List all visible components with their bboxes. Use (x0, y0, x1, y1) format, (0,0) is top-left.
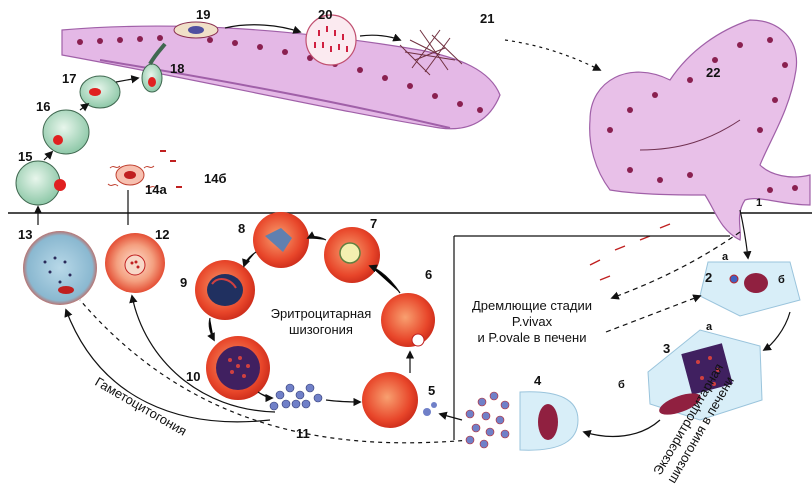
microgamete-14a (107, 164, 157, 189)
schizont-8 (253, 212, 309, 268)
caption-dormant-line2: P.vivax (511, 314, 553, 329)
mature-schizont-10 (206, 336, 270, 400)
erythrocyte-5 (362, 372, 437, 428)
arrow-8-9 (242, 251, 257, 268)
arrow-19-20 (224, 24, 302, 34)
schizont-9 (195, 260, 255, 320)
label-b-cell2: б (778, 274, 785, 286)
label-15: 15 (18, 149, 33, 164)
caption-dormant-line3: и P.ovale в печени (477, 330, 587, 345)
oocyst-19 (173, 21, 219, 39)
label-9: 9 (180, 275, 188, 290)
label-7: 7 (370, 216, 378, 231)
label-12: 12 (155, 227, 170, 242)
caption-dormant-stages: Дремлющие стадии P.vivax и P.ovale в печ… (452, 298, 612, 346)
liver-cell-3 (647, 329, 763, 421)
label-3: 3 (663, 341, 671, 356)
arrow-gland-1 (739, 209, 752, 260)
liver-cell-2 (699, 261, 801, 317)
label-18: 18 (170, 61, 185, 76)
caption-erythro-line2: шизогония (289, 322, 353, 337)
label-6: 6 (425, 267, 433, 282)
label-4: 4 (534, 373, 542, 388)
arrow-6-7 (368, 264, 401, 294)
label-b-cell3: б (618, 379, 625, 391)
caption-erythro-line1: Эритроцитарная (270, 306, 372, 321)
label-17: 17 (62, 71, 77, 86)
caption-dormant-line1: Дремлющие стадии (472, 298, 592, 313)
label-8: 8 (238, 221, 246, 236)
ookinete-sequence (15, 42, 167, 206)
arrow-15-16 (43, 150, 54, 161)
label-20: 20 (318, 7, 333, 22)
arrow-21-22 (504, 39, 602, 71)
label-a-cell3: а (706, 321, 713, 333)
arrow-10-11 (257, 391, 274, 403)
vessel-outline (453, 235, 730, 440)
oocyst-20 (305, 14, 357, 66)
label-19: 19 (196, 7, 211, 22)
label-1: 1 (756, 197, 763, 209)
label-11: 11 (296, 426, 310, 441)
arrow-20-21 (359, 33, 402, 42)
label-5: 5 (428, 383, 436, 398)
arrow-1-dormant (610, 231, 741, 300)
label-16: 16 (36, 99, 51, 114)
salivary-gland-22 (589, 19, 811, 241)
midgut-epithelium (61, 25, 501, 130)
arrow-4-5 (438, 411, 463, 421)
label-14a: 14а (145, 182, 167, 197)
sporozoites-21 (399, 29, 463, 76)
arrow-7-8 (306, 231, 327, 241)
sporozoites-in-blood (589, 223, 671, 281)
arrow-16-17 (79, 102, 90, 112)
microgametes-14b (160, 150, 182, 188)
arrow-17-18 (115, 75, 140, 84)
arrow-11-5 (325, 397, 362, 407)
merozoites-11 (269, 383, 323, 411)
arrow-11-13 (64, 308, 271, 423)
label-a-cell2: а (722, 251, 729, 263)
arrow-11-12 (129, 294, 276, 413)
label-14b: 14б (204, 171, 227, 186)
arrow-9-10 (207, 317, 215, 342)
gametocyte-13 (23, 231, 97, 305)
label-10: 10 (186, 369, 201, 384)
label-2: 2 (705, 270, 713, 285)
ring-stage-6 (381, 293, 435, 347)
label-21: 21 (480, 11, 495, 26)
arrow-2-3 (762, 311, 791, 351)
gametocytogony-dashed-arc (79, 299, 471, 444)
arrow-dormant-2 (605, 294, 702, 333)
arrow-3-4 (582, 419, 661, 438)
trophozoite-7 (324, 227, 380, 283)
caption-erythrocytic-schizogony: Эритроцитарная шизогония (256, 306, 386, 338)
label-13: 13 (18, 227, 33, 242)
label-22: 22 (706, 65, 721, 80)
liver-cell-4 (465, 391, 579, 451)
gametocyte-12 (105, 233, 165, 293)
